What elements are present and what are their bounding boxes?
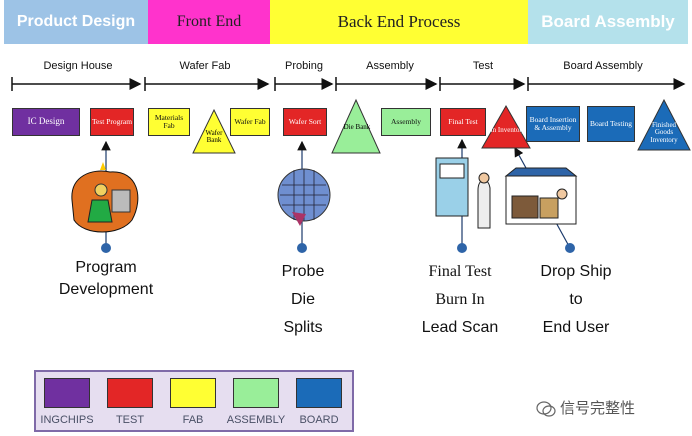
callout-end-user: End User — [542, 319, 610, 336]
legend-label-assembly: ASSEMBLY — [226, 414, 286, 426]
callout-development: Development — [58, 281, 154, 298]
stage-wafer-fab: Wafer Fab — [179, 60, 231, 72]
legend-swatch-fab — [170, 378, 216, 408]
legend: INGCHIPS TEST FAB ASSEMBLY BOARD — [34, 370, 354, 432]
callout-final-test: Final Test — [428, 263, 492, 280]
step-board-insertion: Board Insertion & Assembly — [526, 106, 580, 142]
callout-burn-in: Burn In — [435, 291, 485, 308]
wechat-icon — [536, 401, 556, 417]
step-final-test: Final Test — [440, 108, 486, 136]
legend-swatch-ingchips — [44, 378, 90, 408]
callout-lead-scan: Lead Scan — [421, 319, 499, 336]
legend-label-ingchips: INGCHIPS — [40, 414, 94, 426]
legend-swatch-assembly — [233, 378, 279, 408]
stage-assembly: Assembly — [366, 60, 414, 72]
legend-swatch-test — [107, 378, 153, 408]
legend-swatch-board — [296, 378, 342, 408]
header-back-end: Back End Process — [270, 0, 528, 44]
callout-splits: Splits — [283, 319, 323, 336]
tester-illustration — [435, 157, 491, 229]
stage-board-assembly: Board Assembly — [563, 60, 643, 72]
step-test-program: Test Program — [90, 108, 134, 136]
header-front-end: Front End — [148, 0, 270, 44]
wafer-bank-triangle — [192, 108, 236, 154]
step-ic-design: IC Design — [12, 108, 80, 136]
callout-program: Program — [75, 259, 137, 276]
legend-label-board: BOARD — [299, 414, 339, 426]
callout-die: Die — [290, 291, 315, 308]
stage-test: Test — [472, 60, 494, 72]
step-die-bank: Die Bank — [343, 123, 371, 131]
step-wafer-bank: Wafer Bank — [205, 129, 223, 145]
programmer-illustration — [71, 162, 139, 233]
step-assembly: Assembly — [381, 108, 431, 136]
step-wafer-fab: Wafer Fab — [230, 108, 270, 136]
step-wafer-sort: Wafer Sort — [283, 108, 327, 136]
legend-label-test: TEST — [115, 414, 145, 426]
legend-label-fab: FAB — [182, 414, 204, 426]
stage-design-house: Design House — [43, 60, 113, 72]
stage-probing: Probing — [285, 60, 323, 72]
step-finished-goods: Finished Goods Inventory — [650, 121, 678, 144]
step-fin-inventory: Fin Inventory — [486, 126, 526, 134]
callout-probe: Probe — [281, 263, 325, 280]
callout-drop-ship: Drop Ship — [540, 263, 612, 280]
finished-goods-triangle — [637, 98, 691, 151]
probe-illustration — [277, 168, 331, 226]
step-board-testing: Board Testing — [587, 106, 635, 142]
callout-to: to — [569, 291, 583, 308]
watermark-text: 信号完整性 — [560, 400, 636, 417]
header-board-assembly: Board Assembly — [528, 0, 688, 44]
step-materials-fab: Materials Fab — [148, 108, 190, 136]
die-bank-triangle — [331, 98, 381, 154]
delivery-illustration — [504, 167, 578, 225]
header-product-design: Product Design — [4, 0, 148, 44]
fin-inventory-triangle — [481, 104, 531, 149]
